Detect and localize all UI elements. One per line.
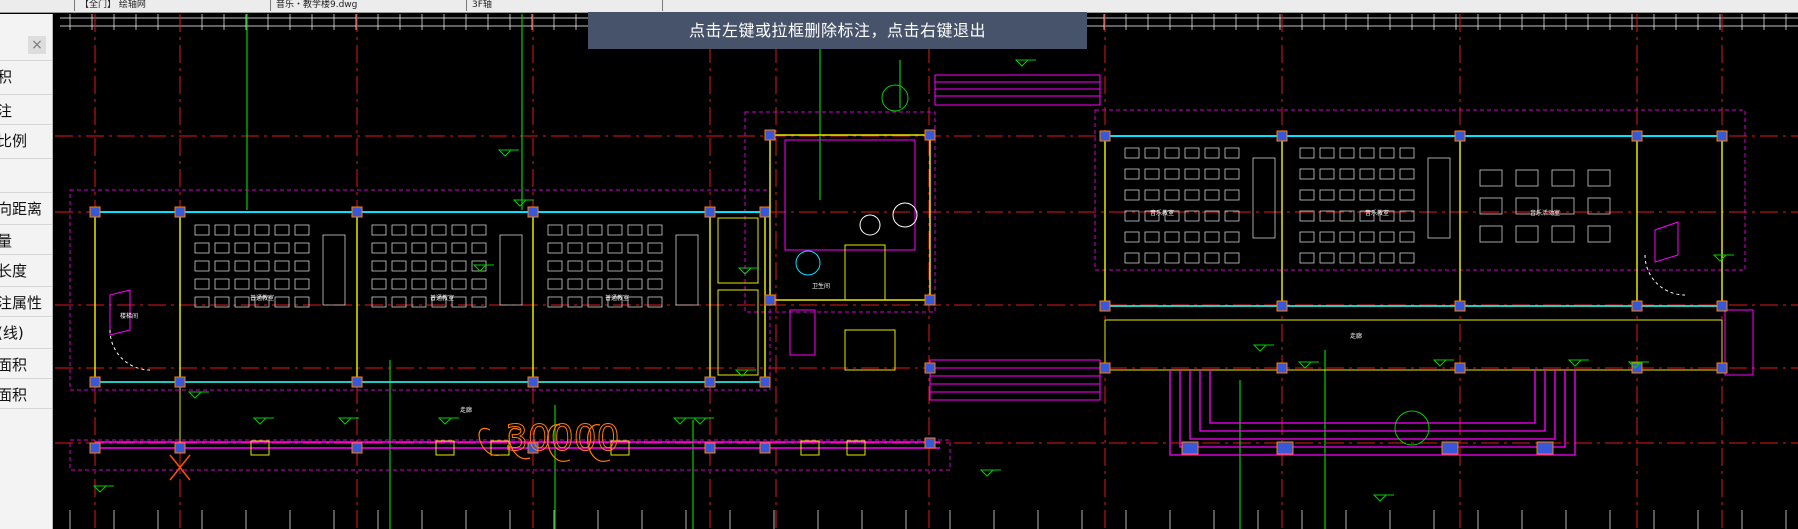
room-label-2: 普通教室 [430, 294, 454, 302]
tool-item-label: 面积 [0, 386, 28, 404]
tool-item-label: (线) [0, 324, 24, 342]
tab-layer[interactable]: 3F轴 [468, 0, 663, 11]
room-label-9: 走廊 [1350, 332, 1362, 340]
central-block [769, 74, 1101, 401]
tab-blank[interactable] [0, 0, 75, 11]
tool-item-8[interactable]: 注属性 [0, 286, 52, 319]
tool-item-2[interactable]: 注 [0, 94, 52, 127]
room-label-8: 走廊 [460, 406, 472, 414]
tool-item-label: 注属性 [0, 294, 43, 312]
tool-item-label: 比例 [0, 132, 28, 150]
tool-item-6[interactable]: 量 [0, 224, 52, 257]
command-tooltip: 点击左键或拉框删除标注，点击右键退出 [588, 12, 1087, 49]
tool-item-3[interactable]: 比例 [0, 124, 52, 157]
tool-item-1[interactable]: 积 [0, 60, 52, 93]
tool-item-7[interactable]: 长度 [0, 254, 52, 287]
tool-item-label: 面积 [0, 356, 28, 374]
tool-item-label: 注 [0, 102, 12, 120]
tab-file[interactable]: 音乐・教学楼9.dwg [272, 0, 467, 11]
room-label-6: 音乐活动室 [1530, 209, 1560, 217]
tab-command[interactable]: 【全门】 绘轴网 [76, 0, 271, 11]
room-label-3: 普通教室 [605, 294, 629, 302]
dimension-ticks [69, 14, 1787, 529]
room-label-5: 音乐教室 [1365, 209, 1389, 217]
classroom-desks-east [1124, 147, 1611, 264]
structural-columns-east [764, 129, 1728, 455]
dimension-text: 30000 [505, 418, 620, 459]
structural-columns [89, 206, 866, 456]
room-label-7: 楼梯间 [120, 312, 138, 320]
room-labels: 普通教室 普通教室 普通教室 音乐教室 音乐教室 音乐活动室 楼梯间 走廊 走廊… [120, 209, 1560, 414]
tool-item-label: 积 [0, 68, 12, 86]
tool-item-11[interactable]: 面积 [0, 378, 52, 411]
green-guide-lines [246, 14, 1326, 529]
building-outline [69, 109, 1746, 471]
elevation-markers [92, 59, 1734, 502]
tool-item-label: 量 [0, 232, 12, 250]
tool-item-label: 向距离 [0, 200, 43, 218]
tool-item-5[interactable]: 向距离 [0, 192, 52, 225]
east-wing [764, 129, 1754, 456]
room-label-4: 音乐教室 [1150, 209, 1174, 217]
tool-item-10[interactable]: 面积 [0, 348, 52, 381]
west-wing [89, 206, 940, 481]
close-icon[interactable]: × [28, 36, 46, 54]
room-label-1: 普通教室 [250, 294, 274, 302]
tool-item-9[interactable]: (线) [0, 316, 52, 349]
tool-item-4[interactable] [0, 158, 52, 191]
tool-item-12[interactable] [0, 408, 52, 441]
classroom-desks [194, 224, 699, 308]
tool-item-label: 长度 [0, 262, 28, 280]
room-label-10: 卫生间 [812, 282, 830, 290]
